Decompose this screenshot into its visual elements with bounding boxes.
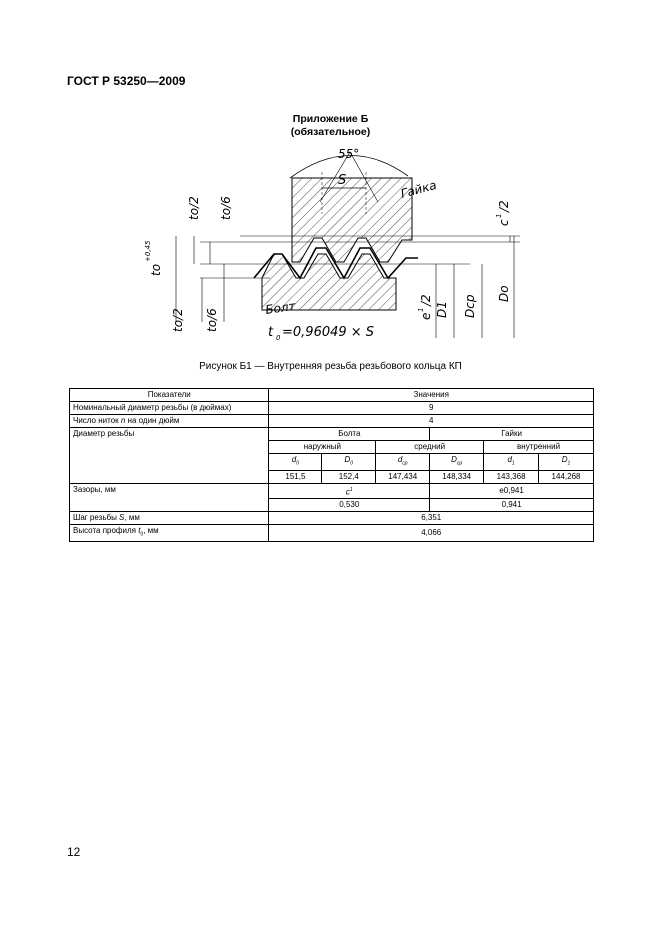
table-row: Зазоры, мм c1 e0,941 [68, 482, 594, 513]
header-inner: внутренний [483, 440, 594, 454]
dim-e-half: e 1 /2 [417, 294, 433, 320]
value-e: 0,941 [429, 498, 594, 513]
dim-to-half-top: to/2 [187, 196, 201, 220]
table-header-row: Показатели Значения [68, 388, 594, 402]
value-Dcp: 148,334 [429, 469, 485, 484]
svg-text:=0,96049 × S: =0,96049 × S [282, 325, 374, 340]
table-row: Диаметр резьбы Болта Гайки [68, 427, 594, 484]
figure-caption: Рисунок Б1 — Внутренняя резьба резьбовог… [199, 361, 462, 372]
dim-to-main: to [149, 264, 163, 276]
page-number: 12 [67, 845, 81, 859]
header-nut: Гайки [429, 427, 594, 441]
table-row: 151,5 152,4 147,434 148,334 143,368 144,… [70, 469, 594, 484]
table-row: Шаг резьбы S, мм 6,351 [68, 511, 594, 526]
svg-text:/2: /2 [497, 200, 511, 213]
value-D0: 152,4 [321, 469, 377, 484]
header-parameters: Показатели [68, 388, 270, 402]
label-nominal-diameter: Номинальный диаметр резьбы (в дюймах) [68, 401, 270, 415]
dim-to-tolerance: +0,45 [144, 240, 152, 262]
table-row: наружный средний внутренний [70, 440, 594, 454]
table-row: Высота профиля t0, мм 4,066 [68, 524, 594, 542]
thread-profile-drawing: 55° S Гайка Болт t 0 =0,96049 × S to/2 t… [144, 147, 520, 342]
label-pitch: Шаг резьбы S, мм [68, 511, 270, 526]
thread-parameters-table: Показатели Значения Номинальный диаметр … [68, 388, 594, 542]
formula-t0: t 0 =0,96049 × S [268, 325, 374, 342]
svg-text:1: 1 [417, 308, 425, 312]
appendix-title: Приложение Б [292, 113, 369, 125]
angle-label: 55° [338, 147, 359, 161]
symbol-D0: D0 [321, 453, 377, 471]
value-dcp: 147,434 [375, 469, 431, 484]
dim-to-half-bot: to/2 [171, 308, 185, 332]
label-thread-diameter: Диаметр резьбы [68, 427, 270, 484]
value-D1: 144,268 [538, 469, 594, 484]
appendix-heading: Приложение Б (обязательное) [0, 113, 661, 139]
symbol-e: e0,941 [429, 482, 594, 500]
appendix-status: (обязательное) [290, 126, 371, 138]
value-threads-per-inch: 4 [268, 414, 594, 428]
dim-do: Do [497, 285, 511, 302]
label-profile-height: Высота профиля t0, мм [68, 524, 270, 542]
value-nominal-diameter: 9 [268, 401, 594, 415]
bolt-label: Болт [264, 299, 297, 317]
dim-to-sixth-top: to/6 [219, 196, 233, 220]
value-c1: 0,530 [268, 498, 431, 513]
header-middle: средний [375, 440, 485, 454]
symbol-Dcp: Dср [429, 453, 485, 471]
header-outer: наружный [268, 440, 377, 454]
table-row: Номинальный диаметр резьбы (в дюймах) 9 [68, 401, 594, 415]
table-row: Число ниток n на один дюйм 4 [68, 414, 594, 428]
table-row: d0 D0 dср Dср d1 D1 [70, 453, 594, 471]
value-profile-height: 4,066 [268, 524, 594, 542]
symbol-d0: d0 [268, 453, 323, 471]
symbol-dcp: dср [375, 453, 431, 471]
symbol-D1: D1 [538, 453, 594, 471]
label-gaps: Зазоры, мм [68, 482, 270, 513]
svg-text:c: c [497, 219, 511, 226]
value-d1: 143,368 [483, 469, 540, 484]
svg-text:/2: /2 [419, 294, 433, 307]
svg-text:t: t [268, 325, 274, 340]
value-d0: 151,5 [268, 469, 323, 484]
dim-dcp: Dcp [463, 294, 477, 318]
header-values: Значения [268, 388, 594, 402]
svg-text:1: 1 [495, 214, 503, 218]
document-header: ГОСТ Р 53250—2009 [67, 74, 186, 88]
pitch-label: S [338, 173, 346, 188]
svg-text:0: 0 [276, 334, 281, 342]
symbol-c1: c1 [268, 482, 431, 500]
header-bolt: Болта [268, 427, 431, 441]
dim-to-sixth-bot: to/6 [205, 308, 219, 332]
dim-d1: D1 [435, 301, 449, 318]
value-pitch: 6,351 [268, 511, 594, 526]
label-threads-per-inch: Число ниток n на один дюйм [68, 414, 270, 428]
svg-text:e: e [419, 313, 433, 320]
nut-section [291, 177, 413, 263]
symbol-d1: d1 [483, 453, 540, 471]
dim-c-half: c 1 /2 [495, 200, 511, 226]
